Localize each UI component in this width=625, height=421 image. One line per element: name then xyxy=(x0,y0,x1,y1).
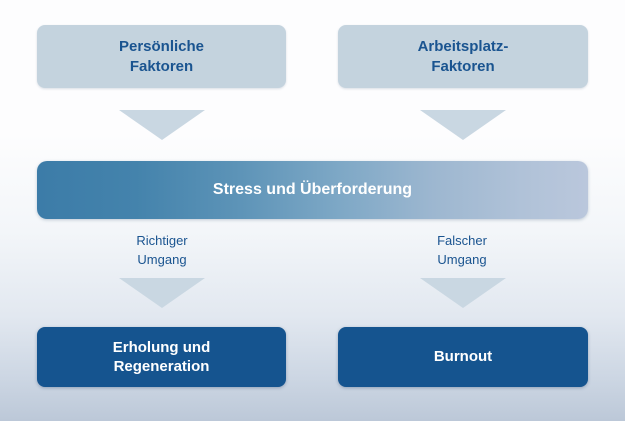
node-stress-overload-label: Stress und Überforderung xyxy=(212,180,413,198)
node-recovery-regeneration-label: Erholung und Regeneration xyxy=(112,338,211,375)
node-burnout-label: Burnout xyxy=(433,348,493,366)
edge-label-right-handling: Richtiger Umgang xyxy=(136,233,188,267)
node-personal-factors: Persönliche Faktoren xyxy=(37,25,286,88)
arrow-down-icon-stress-to-recovery xyxy=(119,278,205,308)
node-workplace-factors-label: Arbeitsplatz- Faktoren xyxy=(417,38,509,75)
arrow-down-icon-personal-to-stress xyxy=(119,110,205,140)
node-recovery-regeneration: Erholung und Regeneration xyxy=(37,327,286,387)
arrow-down-icon-stress-to-burnout xyxy=(420,278,506,308)
arrow-down-icon-workplace-to-stress xyxy=(420,110,506,140)
edge-label-wrong-handling: Falscher Umgang xyxy=(437,233,487,267)
node-stress-overload: Stress und Überforderung xyxy=(37,161,588,219)
node-burnout: Burnout xyxy=(338,327,588,387)
node-workplace-factors: Arbeitsplatz- Faktoren xyxy=(338,25,588,88)
node-personal-factors-label: Persönliche Faktoren xyxy=(118,38,205,75)
